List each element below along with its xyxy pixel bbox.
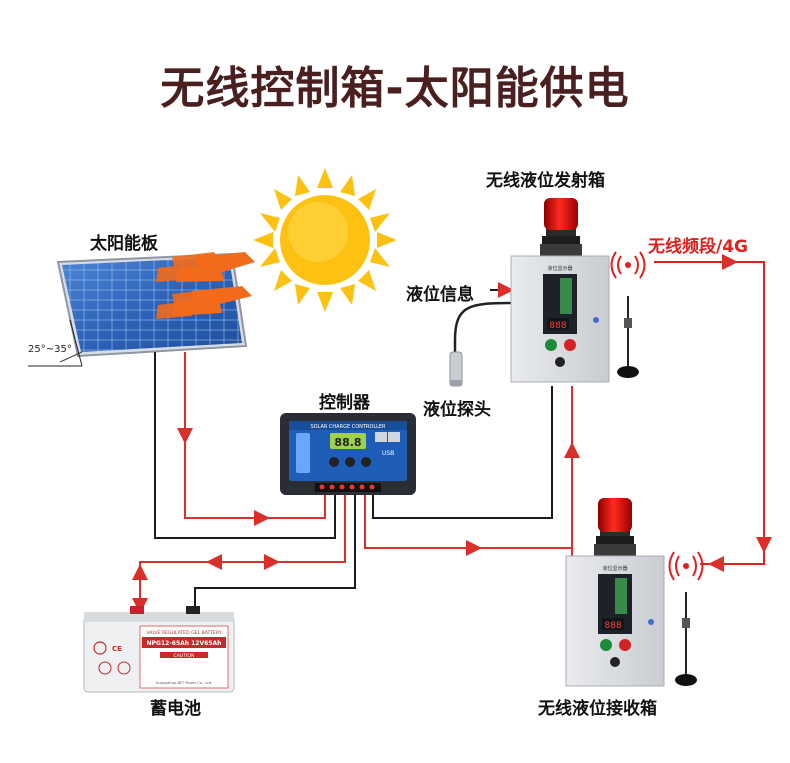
svg-text:88.8: 88.8 <box>334 436 361 449</box>
battery-image: VALVE REGULATED GEL BATTERY NPG12-65Ah 1… <box>83 606 235 693</box>
receiver-signal-icon <box>668 551 704 581</box>
wire-battery-negative <box>194 490 356 612</box>
battery-model-text: NPG12-65Ah 12V65Ah <box>147 640 222 647</box>
page-title: 无线控制箱-太阳能供电 <box>160 63 630 114</box>
battery-caution-text: CAUTION <box>174 653 195 659</box>
svg-text:CE: CE <box>112 645 122 653</box>
controller-label: 控制器 <box>319 393 370 413</box>
probe-label: 液位探头 <box>423 400 491 420</box>
tilt-angle-label: 25°~35° <box>28 344 72 355</box>
receiver-plate-text: 液位显示器 <box>602 565 627 572</box>
wire-load-negative <box>372 386 553 519</box>
wireless-label: 无线频段/4G <box>648 237 748 257</box>
receiver-box-image: 液位显示器 888 <box>565 498 704 687</box>
wire-panel-negative <box>154 352 336 539</box>
svg-text:888: 888 <box>549 321 566 331</box>
transmitter-plate-text: 液位显示器 <box>547 265 572 272</box>
svg-text:USB: USB <box>382 450 394 457</box>
tilt-angle-indicator <box>28 319 83 367</box>
svg-text:888: 888 <box>604 621 621 631</box>
wire-battery-positive <box>139 490 346 612</box>
battery-label: 蓄电池 <box>150 699 201 719</box>
transmitter-signal-icon <box>610 251 646 279</box>
battery-header-text: VALVE REGULATED GEL BATTERY <box>146 630 221 636</box>
wireless-link-line <box>654 261 765 565</box>
controller-image: SOLAR CHARGE CONTROLLER 88.8 USB <box>280 413 416 495</box>
transmitter-label: 无线液位发射箱 <box>486 171 605 191</box>
level-info-label: 液位信息 <box>406 285 474 305</box>
level-probe-image <box>449 301 513 387</box>
battery-maker-text: Guangzhou NFT Power Co., Ltd. <box>156 681 213 685</box>
controller-panel-header: SOLAR CHARGE CONTROLLER <box>310 424 386 430</box>
sunlight-arrows <box>156 252 255 319</box>
transmitter-box-image: 液位显示器 888 <box>510 198 646 383</box>
sun-icon <box>253 168 397 312</box>
receiver-label: 无线液位接收箱 <box>538 699 657 719</box>
solar-panel-label: 太阳能板 <box>90 234 158 254</box>
